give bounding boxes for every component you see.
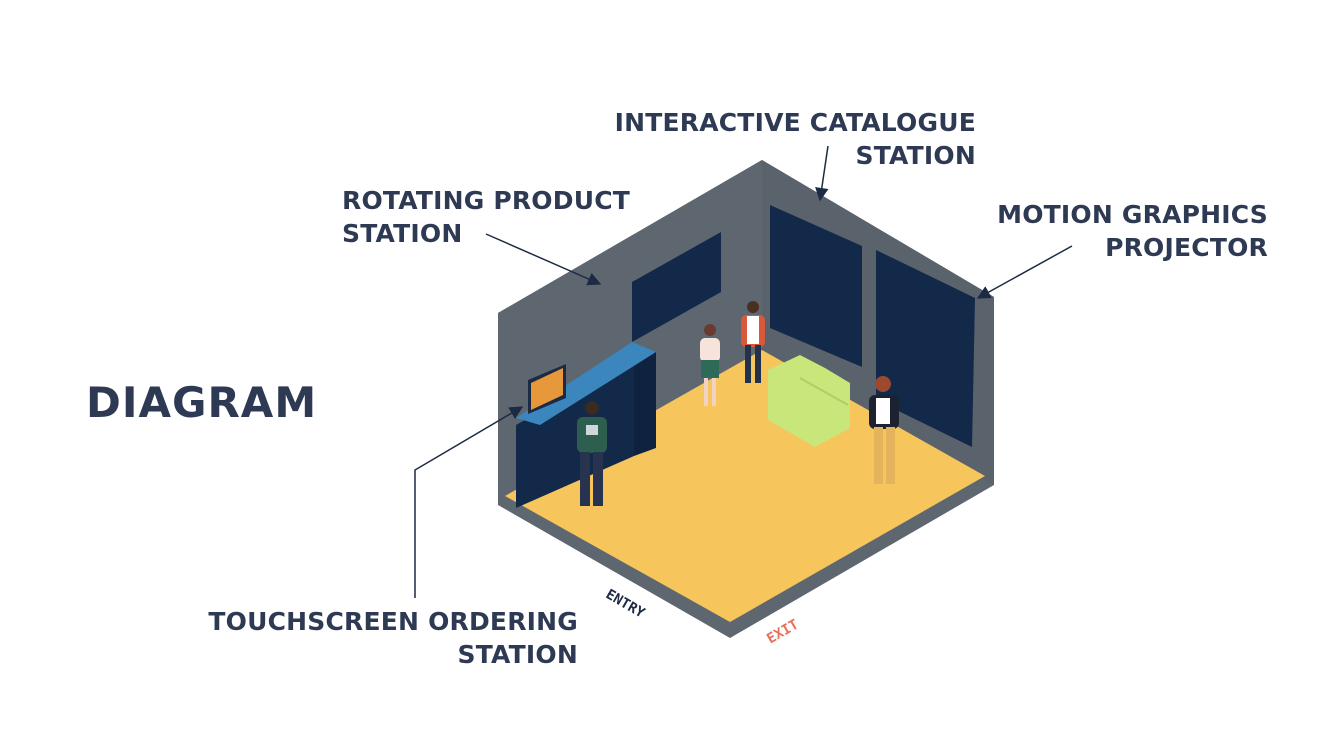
interactive-catalogue-panel [770,205,862,367]
label-line: STATION [342,219,463,248]
counter-front [516,358,634,508]
rotating-product-panel [632,232,721,342]
interactive-catalogue-label: INTERACTIVE CATALOGUE STATION [594,106,976,172]
motion-graphics-label: MOTION GRAPHICS PROJECTOR [988,198,1268,264]
label-line: PROJECTOR [1105,233,1268,262]
motion-graphics-panel [876,250,975,447]
person-man-red-jacket [741,301,765,383]
label-line: ROTATING PRODUCT [342,186,631,215]
person-woman-center [700,324,720,406]
diagram-title: DIAGRAM [86,378,318,427]
interactive-catalogue-callout [815,145,829,202]
green-cube [768,355,850,447]
label-line: STATION [855,141,976,170]
motion-graphics-callout [976,245,1073,299]
rotating-product-label: ROTATING PRODUCT STATION [342,184,630,250]
touchscreen-callout [414,406,524,598]
label-line: TOUCHSCREEN ORDERING [208,607,578,636]
touchscreen-display [531,368,563,410]
person-man-front [577,401,607,506]
touchscreen-ordering-label: TOUCHSCREEN ORDERING STATION [196,605,578,671]
rotating-product-callout [485,233,602,286]
label-line: MOTION GRAPHICS [997,200,1268,229]
label-line: STATION [457,640,578,669]
floor [505,350,985,622]
person-woman-right [869,376,899,484]
counter-side [634,352,656,456]
label-line: INTERACTIVE CATALOGUE [614,108,976,137]
